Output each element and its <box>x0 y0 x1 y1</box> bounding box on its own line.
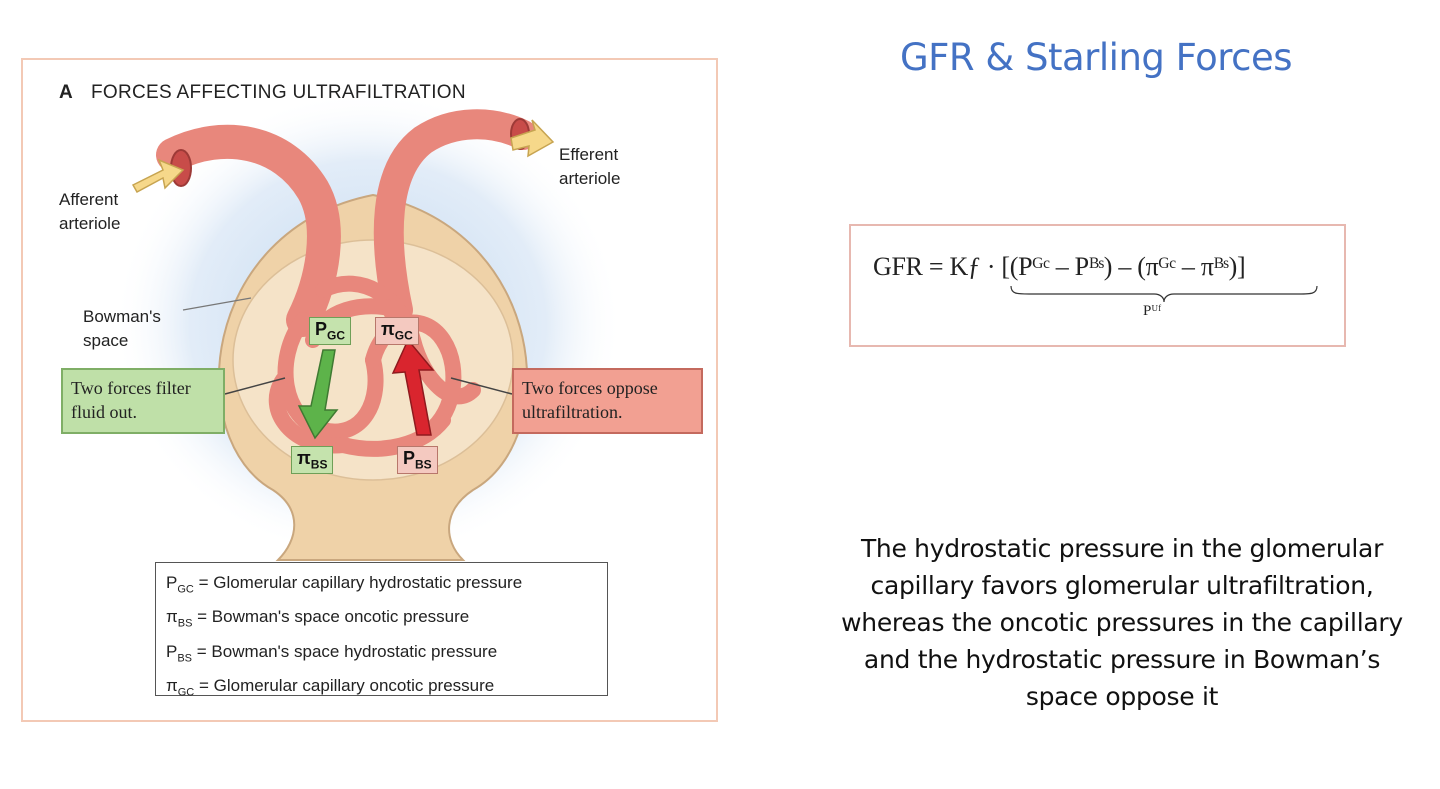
afferent-flow-arrow <box>131 158 185 194</box>
gfr-equation: GFR = Kƒ · [(Pᴳᶜ – Pᴮˢ) – (πᴳᶜ – πᴮˢ)] <box>873 252 1246 281</box>
bowmans-label-line2: space <box>83 331 129 350</box>
figure-panel-title: A FORCES AFFECTING ULTRAFILTRATION <box>59 82 466 104</box>
legend-item: PGC = Glomerular capillary hydrostatic p… <box>166 573 523 596</box>
pi-gc-sub: GC <box>394 328 413 343</box>
glomerulus-illustration <box>113 90 623 561</box>
efferent-flow-arrow <box>510 119 555 158</box>
filter-forces-box: Two forces filter fluid out. <box>61 368 225 434</box>
p-gc-main: P <box>315 319 328 339</box>
p-gc-sub: GC <box>327 328 346 343</box>
legend-item: PBS = Bowman's space hydrostatic pressur… <box>166 641 498 665</box>
pi-bs-tag: πBS <box>291 446 334 474</box>
p-bs-sub: BS <box>415 457 432 472</box>
legend-item: πGC = Glomerular capillary oncotic press… <box>166 676 495 699</box>
oppose-forces-box: Two forces oppose ultrafiltration. <box>512 368 703 434</box>
pi-gc-main: π <box>381 319 395 339</box>
slide-body-text: The hydrostatic pressure in the glomerul… <box>841 534 1403 711</box>
p-bs-tag: PBS <box>397 446 438 474</box>
pi-bs-main: π <box>297 448 311 468</box>
legend-item: πBS = Bowman's space oncotic pressure <box>166 607 470 630</box>
afferent-arteriole <box>156 124 341 337</box>
efferent-arteriole <box>373 109 538 325</box>
oppose-arrow <box>391 338 435 436</box>
p-bs-main: P <box>403 448 416 468</box>
slide-title: GFR & Starling Forces <box>899 36 1293 79</box>
afferent-arteriole-label: Afferent arteriole <box>59 188 120 236</box>
panel-title-text: FORCES AFFECTING ULTRAFILTRATION <box>91 82 466 103</box>
bowmans-label-line1: Bowman's <box>83 307 161 326</box>
filter-leader-line <box>224 377 286 395</box>
figure-panel: A FORCES AFFECTING ULTRAFILTRATION Affere… <box>21 58 718 722</box>
afferent-label-line1: Afferent <box>59 190 119 209</box>
efferent-arteriole-label: Efferent arteriole <box>559 143 620 191</box>
panel-letter: A <box>59 82 74 103</box>
afferent-label-line2: arteriole <box>59 214 121 233</box>
pi-bs-sub: BS <box>310 457 328 472</box>
oppose-leader-line <box>450 377 513 395</box>
figure-legend: PGC = Glomerular capillary hydrostatic p… <box>155 562 608 699</box>
filter-arrow <box>297 349 339 440</box>
gfr-equation-box: GFR = Kƒ · [(Pᴳᶜ – Pᴮˢ) – (πᴳᶜ – πᴮˢ)] P… <box>849 224 1346 347</box>
underbrace <box>1010 285 1318 303</box>
efferent-label-line2: arteriole <box>559 169 621 188</box>
p-gc-tag: PGC <box>309 317 352 345</box>
efferent-label-line1: Efferent <box>559 145 619 164</box>
bowmans-space-label: Bowman's space <box>83 305 161 353</box>
pi-gc-tag: πGC <box>375 317 419 345</box>
bowmans-leader-line <box>182 297 252 311</box>
puf-label: Pᵁᶠ <box>1143 303 1162 319</box>
